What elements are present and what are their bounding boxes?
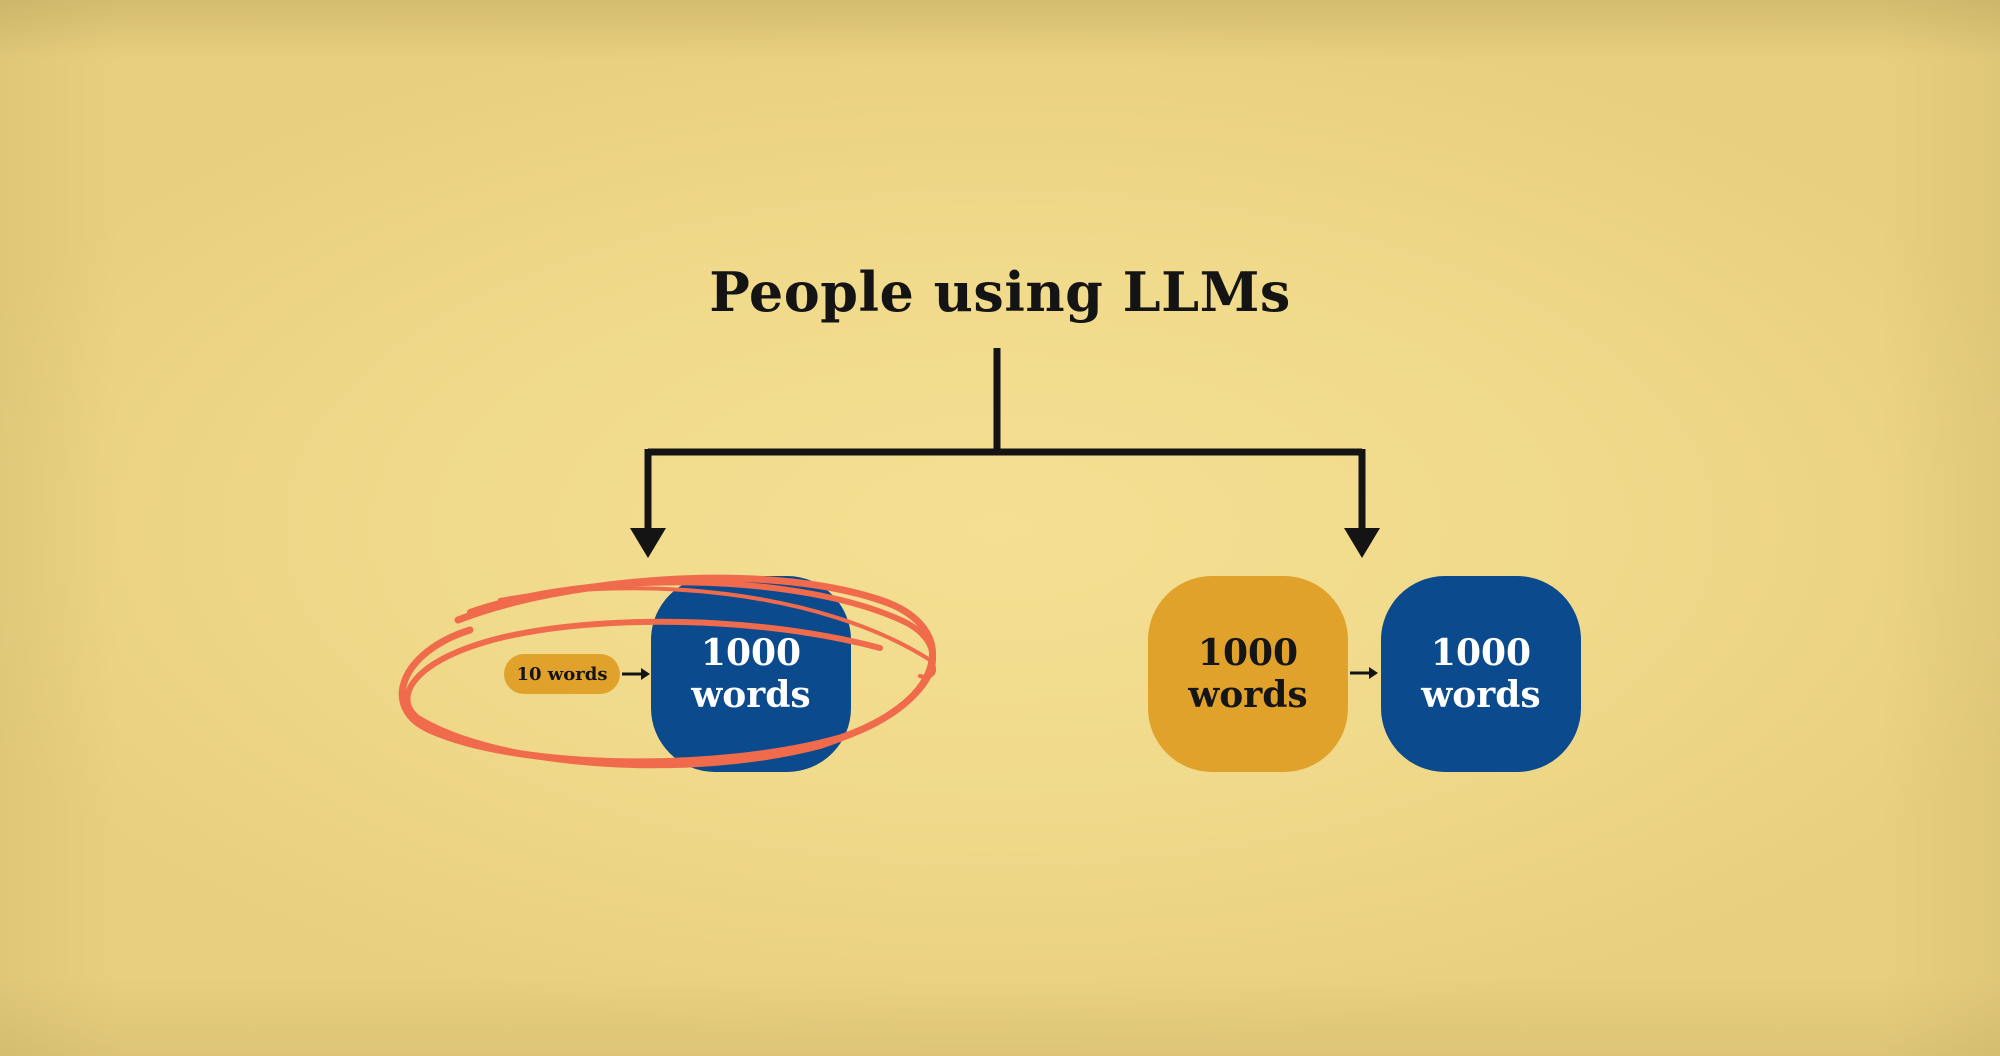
left-arrowhead-icon: [630, 528, 666, 558]
right-output-line1: 1000: [1430, 632, 1532, 674]
left-output-box: 1000 words: [651, 576, 851, 772]
right-output-box: 1000 words: [1381, 576, 1581, 772]
right-input-box: 1000 words: [1148, 576, 1348, 772]
right-small-arrowhead-icon: [1369, 667, 1378, 679]
left-output-line1: 1000: [700, 632, 802, 674]
diagram-title: People using LLMs: [709, 260, 1291, 324]
right-arrowhead-icon: [1344, 528, 1380, 558]
right-input-line2: words: [1188, 674, 1308, 716]
ten-words-pill: 10 words: [504, 654, 620, 694]
right-input-line1: 1000: [1197, 632, 1299, 674]
right-output-line2: words: [1421, 674, 1541, 716]
left-small-arrowhead-icon: [641, 668, 650, 680]
left-output-line2: words: [691, 674, 811, 716]
